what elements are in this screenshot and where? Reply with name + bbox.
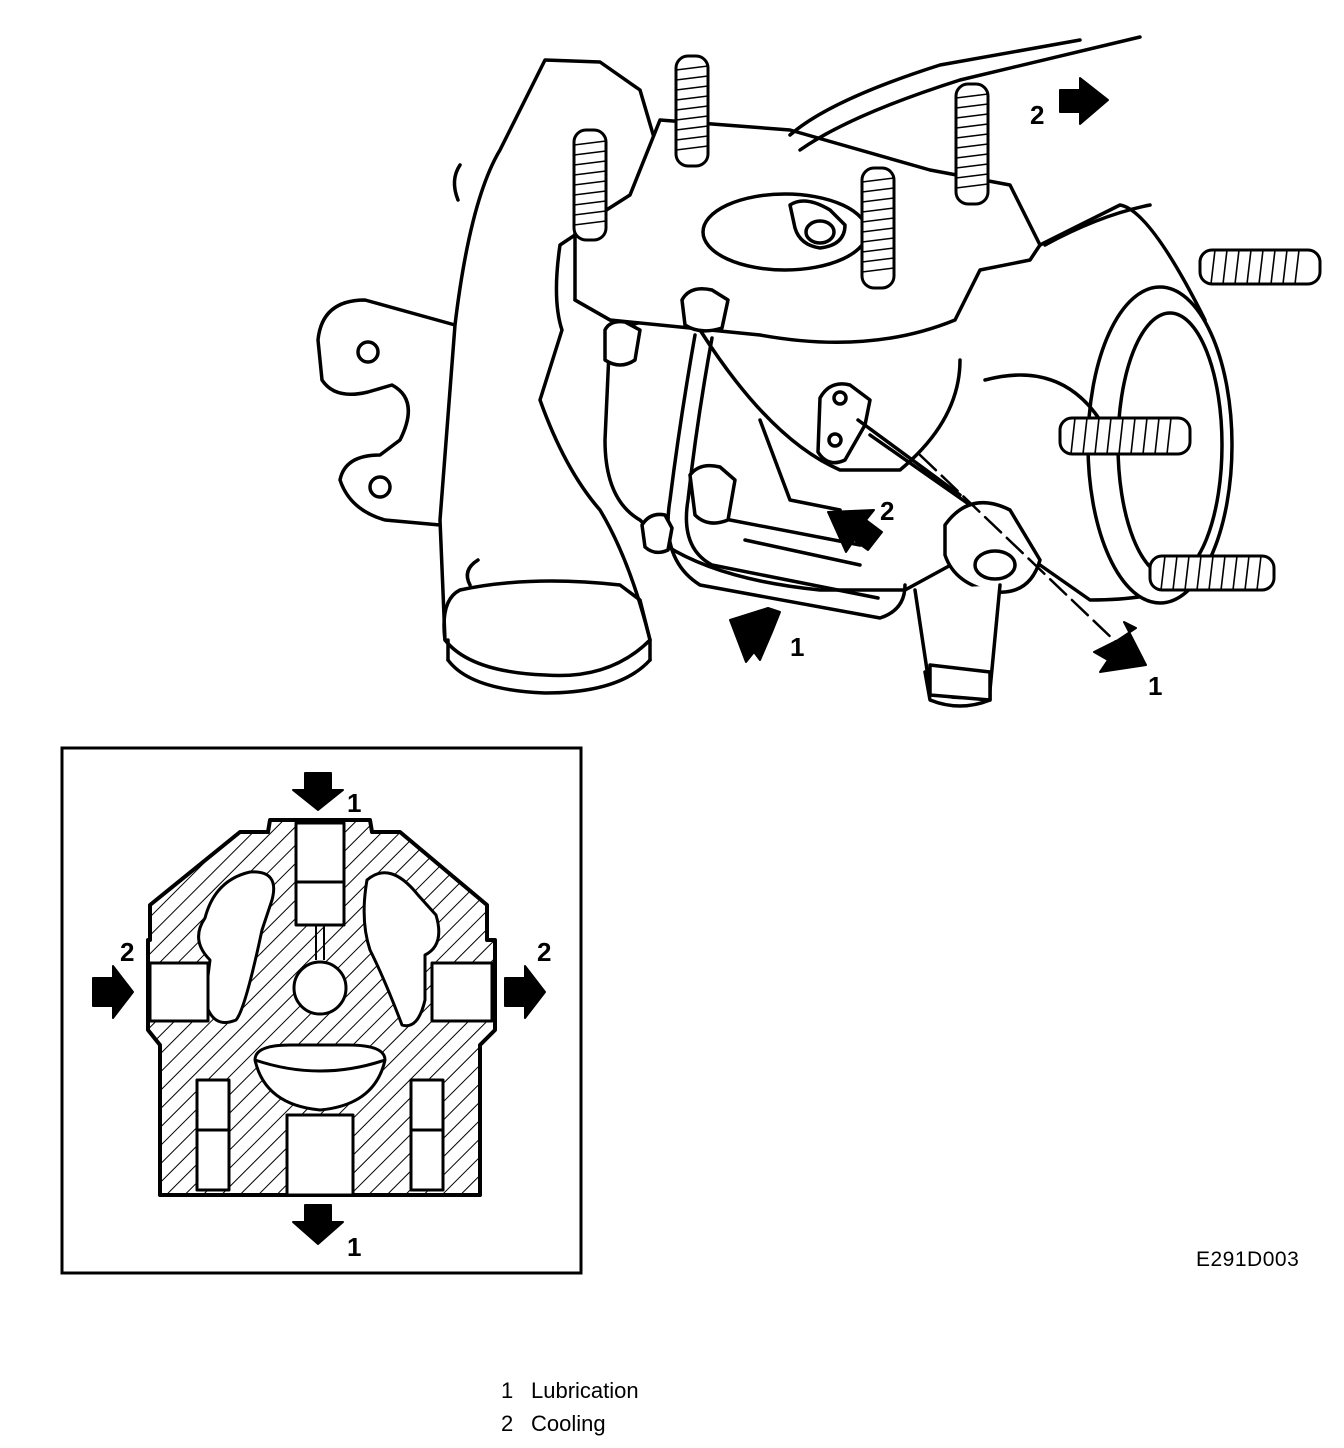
callout-cooling: 2 xyxy=(120,937,134,967)
legend-label: Cooling xyxy=(531,1411,606,1436)
legend-item: 2 Cooling xyxy=(501,1407,639,1440)
cross-section-inset: 1 1 2 2 xyxy=(60,746,583,1275)
callout-cooling: 2 xyxy=(537,937,551,967)
flow-arrows-main xyxy=(729,77,1147,673)
callout-cooling: 2 xyxy=(880,496,894,526)
callout-cooling: 2 xyxy=(1030,100,1044,130)
callout-lubrication: 1 xyxy=(347,1232,361,1262)
drain-fitting xyxy=(943,501,1042,594)
arrow-icon xyxy=(1093,621,1147,673)
mounting-bracket xyxy=(316,298,457,527)
legend: 1 Lubrication 2 Cooling xyxy=(501,1374,639,1440)
housing-body xyxy=(603,203,1207,602)
arrow-icon xyxy=(504,965,546,1019)
arrow-icon xyxy=(827,509,883,553)
outlet-elbow xyxy=(438,58,667,678)
arrow-icon xyxy=(292,772,344,811)
legend-number: 1 xyxy=(501,1378,514,1403)
callout-lubrication: 1 xyxy=(347,788,361,818)
arrow-icon xyxy=(292,1204,344,1245)
legend-label: Lubrication xyxy=(531,1378,639,1403)
arrow-icon xyxy=(92,965,134,1019)
arrow-icon xyxy=(1059,77,1109,125)
arrow-icon xyxy=(729,607,781,663)
callout-lubrication: 1 xyxy=(790,632,804,662)
legend-number: 2 xyxy=(501,1411,514,1436)
turbocharger-assembly xyxy=(316,35,1322,708)
legend-item: 1 Lubrication xyxy=(501,1374,639,1407)
figure-reference: E291D003 xyxy=(1196,1248,1300,1271)
callout-lubrication: 1 xyxy=(1148,671,1162,701)
